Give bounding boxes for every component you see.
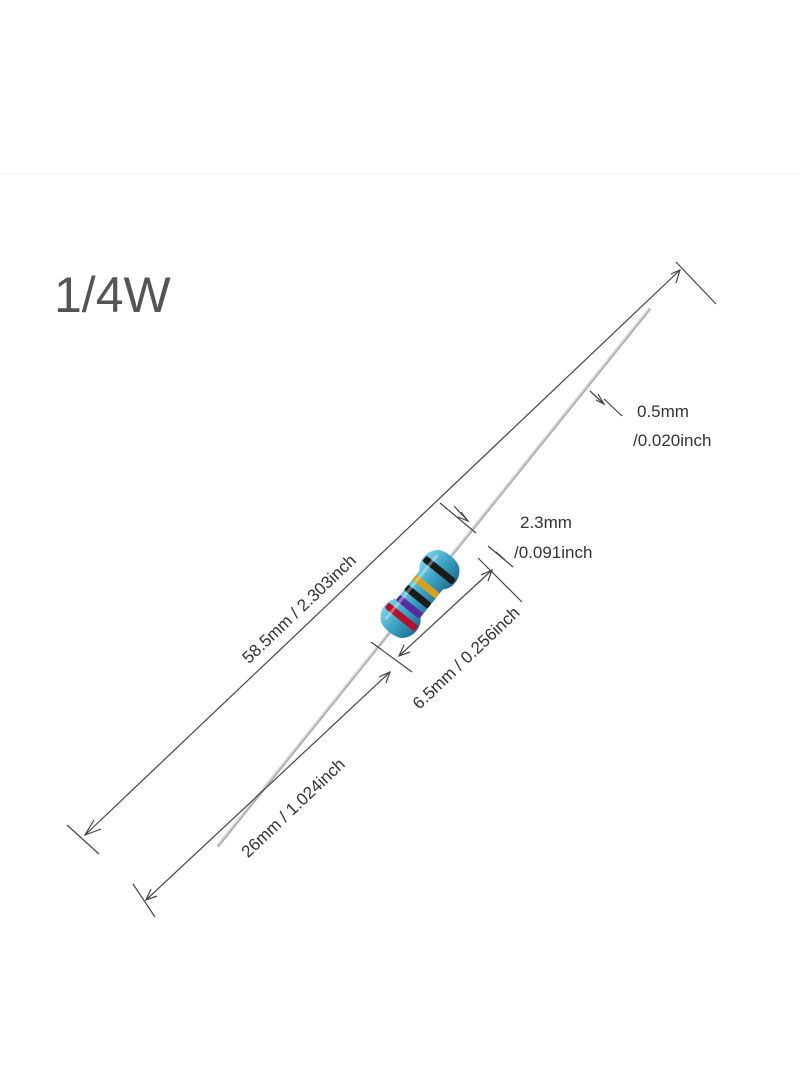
band-1-red (385, 603, 418, 631)
power-rating-title: 1/4W (54, 267, 171, 323)
lead-wire-lower (216, 620, 400, 847)
lead-diameter-inch-label: /0.020inch (633, 431, 711, 450)
total-length-label: 58.5mm / 2.303inch (239, 551, 360, 668)
band-4-gold (412, 575, 440, 598)
band-3-black (404, 585, 431, 609)
lead-wire-upper (440, 307, 651, 568)
body-length-dimension (370, 557, 523, 673)
total-length-dimension (66, 261, 717, 855)
band-2-purple (396, 595, 423, 619)
body-diameter-dimension (439, 502, 514, 568)
body-diameter-inch-label: /0.091inch (514, 543, 592, 562)
band-5-black (422, 556, 456, 585)
body-length-label: 6.5mm / 0.256inch (409, 603, 524, 713)
lead-length-dimension (132, 670, 392, 918)
lead-diameter-mm-label: 0.5mm (637, 402, 689, 421)
lead-length-label: 26mm / 1.024inch (238, 755, 349, 862)
lead-diameter-dimension (589, 390, 623, 417)
resistor (216, 307, 651, 847)
body-diameter-mm-label: 2.3mm (520, 513, 572, 532)
